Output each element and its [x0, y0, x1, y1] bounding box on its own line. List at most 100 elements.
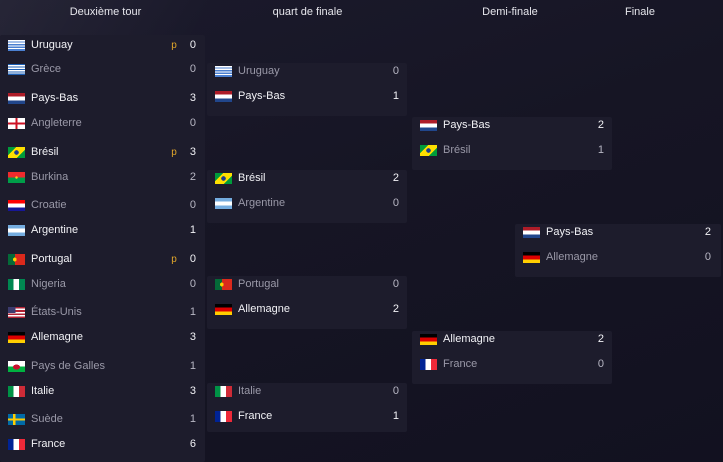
team-row-netherlands[interactable]: Pays-Bas 2 — [517, 222, 719, 242]
match-panel — [207, 276, 407, 329]
match-panel — [207, 63, 407, 116]
header-round16: Deuxième tour — [69, 6, 142, 18]
team-name[interactable]: Pays-Bas — [31, 92, 79, 104]
netherlands-flag-icon — [523, 226, 540, 238]
portugal-flag-icon — [8, 253, 25, 265]
team-row-netherlands[interactable]: Pays-Bas 3 — [2, 88, 204, 108]
team-name[interactable]: Pays-Bas — [238, 90, 286, 102]
team-score: 0 — [392, 197, 399, 209]
team-name[interactable]: Allemagne — [31, 331, 83, 343]
team-name[interactable]: Grèce — [31, 63, 61, 75]
team-name[interactable]: Argentine — [31, 224, 79, 236]
team-score: 3 — [189, 92, 196, 104]
match-panel — [0, 35, 205, 462]
netherlands-flag-icon — [8, 92, 25, 104]
team-name[interactable]: Allemagne — [546, 251, 598, 263]
team-name[interactable]: Italie — [238, 385, 262, 397]
team-name[interactable]: Pays-Bas — [443, 119, 491, 131]
england-flag-icon — [8, 117, 25, 129]
team-row-germany[interactable]: Allemagne 3 — [2, 327, 204, 347]
wales-flag-icon — [8, 360, 25, 372]
argentina-flag-icon — [8, 224, 25, 236]
team-name[interactable]: Argentine — [238, 197, 286, 209]
match-panel — [412, 117, 612, 170]
team-name[interactable]: Portugal — [238, 278, 279, 290]
team-name[interactable]: Suède — [31, 413, 63, 425]
team-score: 1 — [189, 306, 196, 318]
team-name[interactable]: États-Unis — [31, 306, 82, 318]
match-panel — [207, 170, 407, 223]
team-name[interactable]: Croatie — [31, 199, 67, 211]
team-score: 0 — [189, 253, 196, 265]
team-name[interactable]: Allemagne — [443, 333, 495, 345]
team-name[interactable]: Burkina — [31, 171, 69, 183]
france-flag-icon — [420, 358, 437, 370]
germany-flag-icon — [215, 303, 232, 315]
brazil-flag-icon — [420, 144, 437, 156]
portugal-flag-icon — [215, 278, 232, 290]
team-name[interactable]: France — [443, 358, 478, 370]
team-score: 0 — [189, 117, 196, 129]
team-name[interactable]: Angleterre — [31, 117, 82, 129]
france-flag-icon — [8, 438, 25, 450]
team-name[interactable]: Pays de Galles — [31, 360, 105, 372]
penalties-indicator: p — [171, 39, 177, 51]
team-name[interactable]: France — [31, 438, 66, 450]
argentina-flag-icon — [215, 197, 232, 209]
team-score: 2 — [704, 226, 711, 238]
team-score: 2 — [189, 171, 196, 183]
team-score: 2 — [392, 172, 399, 184]
team-name[interactable]: Uruguay — [31, 39, 73, 51]
team-name[interactable]: Nigeria — [31, 278, 66, 290]
team-name[interactable]: Brésil — [238, 172, 266, 184]
team-row-netherlands[interactable]: Pays-Bas 2 — [414, 115, 612, 135]
team-row-germany[interactable]: Allemagne 0 — [517, 247, 719, 267]
team-score: 0 — [704, 251, 711, 263]
team-score: 2 — [597, 119, 604, 131]
team-row-argentina[interactable]: Argentine 0 — [209, 193, 407, 213]
italy-flag-icon — [8, 385, 25, 397]
match-panel — [515, 224, 721, 277]
team-name[interactable]: Uruguay — [238, 65, 280, 77]
team-name[interactable]: Italie — [31, 385, 55, 397]
italy-flag-icon — [215, 385, 232, 397]
uruguay-flag-icon — [215, 65, 232, 77]
penalties-indicator: p — [171, 146, 177, 158]
header-quarter-final: quart de finale — [272, 6, 343, 18]
team-row-burkina[interactable]: Burkina 2 — [2, 167, 204, 187]
team-row-england[interactable]: Angleterre 0 — [2, 113, 204, 133]
team-name[interactable]: Pays-Bas — [546, 226, 594, 238]
team-row-usa[interactable]: États-Unis 1 — [2, 302, 204, 322]
team-name[interactable]: Brésil — [443, 144, 471, 156]
team-name[interactable]: Portugal — [31, 253, 72, 265]
team-score: 3 — [189, 331, 196, 343]
team-row-brazil[interactable]: Brésil 2 — [209, 168, 407, 188]
netherlands-flag-icon — [215, 90, 232, 102]
croatia-flag-icon — [8, 199, 25, 211]
team-name[interactable]: France — [238, 410, 273, 422]
germany-flag-icon — [8, 331, 25, 343]
team-name[interactable]: Brésil — [31, 146, 59, 158]
team-score: 3 — [189, 146, 196, 158]
team-name[interactable]: Allemagne — [238, 303, 290, 315]
